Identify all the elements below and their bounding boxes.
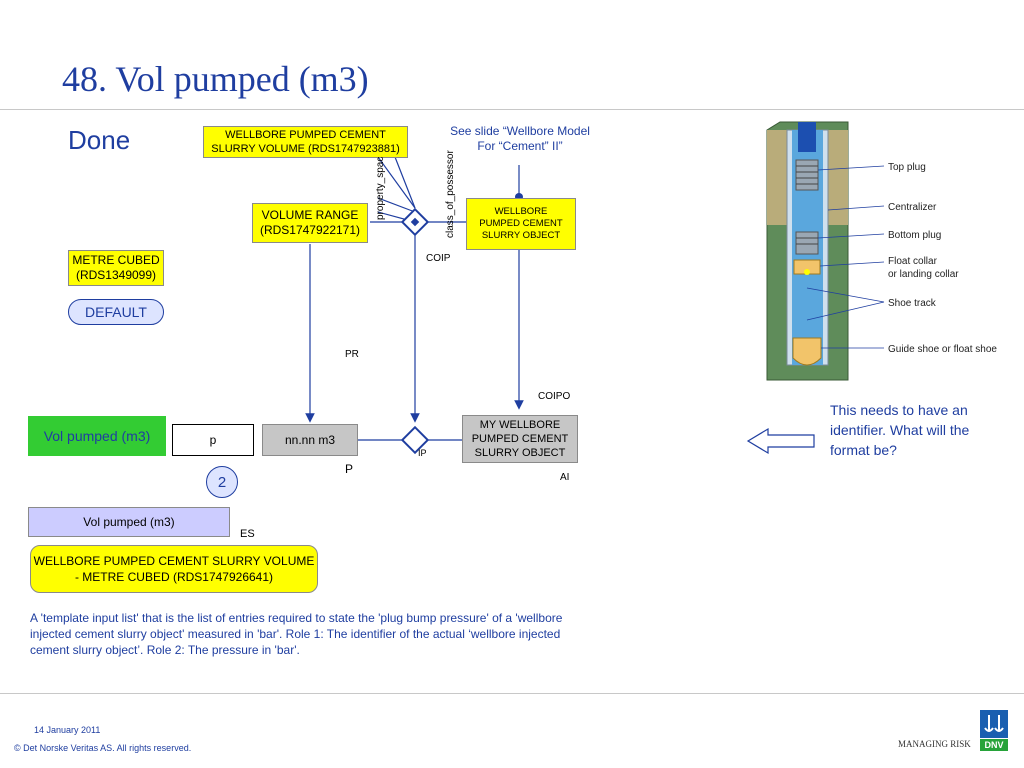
p-role-label: P [345, 462, 354, 476]
bottom-plug-label: Bottom plug [888, 230, 941, 241]
default-badge: DEFAULT [68, 299, 164, 325]
class-of-possessor-label: class_of_possessor [445, 150, 456, 238]
top-plug-label: Top plug [888, 162, 926, 173]
vol-pumped-lav-box: Vol pumped (m3) [28, 507, 230, 537]
nn-value-box: nn.nn m3 [262, 424, 358, 456]
page-title: 48. Vol pumped (m3) [62, 59, 369, 99]
step-number-badge: 2 [206, 466, 238, 498]
pr-label: PR [345, 349, 359, 360]
left-arrow-icon [746, 427, 815, 455]
dnv-logo-icon [980, 710, 1008, 738]
guide-shoe-label: Guide shoe or float shoe [888, 344, 997, 355]
diamond-bottom [400, 425, 430, 455]
coipo-label: COIPO [538, 391, 571, 402]
identifier-note: This needs to have an identifier. What w… [830, 402, 970, 458]
wpcs-object-box: WELLBORE PUMPED CEMENT SLURRY OBJECT [466, 198, 576, 250]
footer-tagline: MANAGING RISK [898, 739, 971, 749]
volume-range-box: VOLUME RANGE (RDS1747922171) [252, 203, 368, 243]
see-slide-note: See slide “Wellbore Model For “Cement” I… [450, 124, 590, 153]
footer-copyright: © Det Norske Veritas AS. All rights rese… [14, 743, 192, 753]
ip-label: IP [418, 448, 427, 458]
wpcsv-metre-box: WELLBORE PUMPED CEMENT SLURRY VOLUME - M… [30, 545, 318, 593]
footer-divider [0, 693, 1024, 694]
metre-cubed-box: METRE CUBED (RDS1349099) [68, 250, 164, 286]
wellbore-illustration: Top plug Centralizer Bottom plug Float c… [766, 121, 997, 381]
property-space-label: property_spac [375, 156, 386, 220]
es-label: ES [240, 528, 255, 540]
description-text: A 'template input list' that is the list… [30, 611, 563, 657]
my-object-box: MY WELLBORE PUMPED CEMENT SLURRY OBJECT [462, 415, 578, 463]
title-divider [0, 109, 1024, 110]
ai-label: AI [560, 472, 570, 483]
float-collar-label: Float collar [888, 256, 938, 267]
vol-pumped-green-box: Vol pumped (m3) [28, 416, 166, 456]
landing-collar-label: or landing collar [888, 269, 959, 280]
footer-date: 14 January 2011 [34, 725, 101, 735]
dnv-logo-text: DNV [980, 739, 1008, 751]
diamond-top [400, 207, 430, 237]
fan-line-3 [377, 197, 416, 213]
status-done: Done [68, 125, 131, 155]
shoe-track-label: Shoe track [888, 298, 937, 309]
centralizer-label: Centralizer [888, 202, 937, 213]
fan-line-1 [377, 156, 416, 209]
fan-line-2 [394, 156, 416, 209]
p-box: p [172, 424, 254, 456]
wpcsv-box: WELLBORE PUMPED CEMENT SLURRY VOLUME (RD… [203, 126, 408, 158]
coip-label: COIP [426, 253, 451, 264]
